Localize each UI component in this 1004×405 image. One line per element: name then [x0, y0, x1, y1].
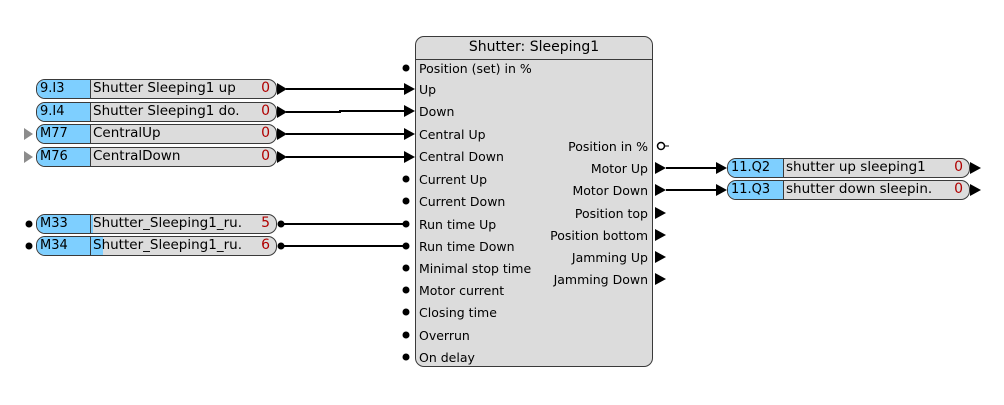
pin-jamming-down-arrow	[655, 273, 666, 285]
ref-11q3-output-marker	[970, 184, 981, 196]
input-pin-label: Current Down	[419, 194, 506, 209]
pin-central-down-arrow	[404, 151, 415, 163]
input-ref-m76[interactable]: M76 CentralDown 0	[36, 147, 277, 167]
ref-value: 5	[261, 215, 270, 231]
output-pin-label: Jamming Down	[553, 272, 648, 287]
ref-label: Shutter_Sleeping1_ru.	[93, 215, 242, 231]
ref-11q2-output-marker	[970, 162, 981, 174]
input-pin-label: Central Up	[419, 127, 486, 142]
pin-position-bottom-arrow	[655, 229, 666, 241]
block-title: Shutter: Sleeping1	[416, 37, 652, 60]
input-ref-m33[interactable]: M33 Shutter_Sleeping1_ru. 5	[36, 214, 277, 234]
ref-address: 9.I4	[37, 103, 91, 121]
pin-central-up-arrow	[404, 128, 415, 140]
ref-m77-output-arrow	[277, 128, 287, 140]
output-ref-11q3[interactable]: 11.Q3 shutter down sleepin. 0	[727, 180, 970, 200]
output-ref-11q2[interactable]: 11.Q2 shutter up sleeping1 0	[727, 158, 970, 178]
pin-current-down-dot	[402, 197, 410, 205]
ref-label: CentralDown	[93, 148, 181, 164]
output-pin-label: Position in %	[568, 139, 648, 154]
ref-m34-input-dot	[25, 242, 33, 250]
ref-9i4-output-arrow	[277, 106, 287, 118]
ref-value: 0	[261, 80, 270, 96]
input-pin-label: Closing time	[419, 305, 497, 320]
ref-address: 11.Q2	[728, 159, 784, 177]
ref-11q2-input-arrow	[716, 162, 727, 174]
value-bar	[91, 215, 93, 233]
ref-address: 9.I3	[37, 80, 91, 98]
output-pin-label: Motor Down	[572, 183, 648, 198]
output-pin-label: Motor Up	[590, 161, 648, 176]
ref-value: 0	[261, 125, 270, 141]
input-ref-m77[interactable]: M77 CentralUp 0	[36, 124, 277, 144]
pin-motor-up-arrow	[655, 162, 666, 174]
ref-label: shutter up sleeping1	[786, 159, 926, 175]
pin-motor-down-arrow	[655, 184, 666, 196]
input-pin-label: Run time Down	[419, 239, 515, 254]
ref-address: 11.Q3	[728, 181, 784, 199]
pin-overrun-dot	[402, 331, 410, 339]
input-pin-label: Minimal stop time	[419, 261, 532, 276]
shutter-block[interactable]: Shutter: Sleeping1 Position (set) in % U…	[415, 36, 653, 367]
ref-address: M76	[37, 148, 91, 166]
input-pin-label: Position (set) in %	[419, 61, 532, 76]
input-pin-label: Run time Up	[419, 217, 497, 232]
ref-m76-input-marker	[24, 151, 33, 163]
ref-m77-input-marker	[24, 128, 33, 140]
pin-minimal-stop-dot	[402, 264, 410, 272]
input-ref-9i4[interactable]: 9.I4 Shutter Sleeping1 do. 0	[36, 102, 277, 122]
input-pin-label: Current Up	[419, 172, 488, 187]
pin-run-time-down-dot	[402, 242, 410, 250]
output-pin-label: Jamming Up	[571, 250, 648, 265]
output-pin-label: Position bottom	[550, 228, 648, 243]
pin-position-top-arrow	[655, 207, 666, 219]
input-pin-label: Central Down	[419, 149, 504, 164]
ref-9i3-output-arrow	[277, 83, 287, 95]
ref-m33-input-dot	[25, 220, 33, 228]
value-bar	[91, 237, 103, 255]
ref-value: 0	[261, 103, 270, 119]
pin-down-arrow	[404, 105, 415, 117]
ref-m76-output-arrow	[277, 151, 287, 163]
pin-up-arrow	[404, 83, 415, 95]
ref-value: 0	[261, 148, 270, 164]
input-ref-m34[interactable]: M34 Shutter_Sleeping1_ru. 6	[36, 236, 277, 256]
pin-on-delay-dot	[402, 353, 410, 361]
ref-value: 0	[954, 159, 963, 175]
ref-value: 0	[954, 181, 963, 197]
output-pin-label: Position top	[574, 206, 648, 221]
ref-label: CentralUp	[93, 125, 161, 141]
pin-motor-current-dot	[402, 286, 410, 294]
pin-jamming-up-arrow	[655, 251, 666, 263]
ref-address: M34	[37, 237, 91, 255]
ref-label: Shutter Sleeping1 up	[93, 80, 236, 96]
input-pin-label: Overrun	[419, 328, 470, 343]
wire-down	[286, 110, 404, 113]
ref-value: 6	[261, 237, 270, 253]
ref-label: shutter down sleepin.	[786, 181, 933, 197]
input-pin-label: Down	[419, 104, 455, 119]
ref-m34-output-dot	[277, 242, 285, 250]
ref-address: M33	[37, 215, 91, 233]
input-ref-9i3[interactable]: 9.I3 Shutter Sleeping1 up 0	[36, 79, 277, 99]
ref-label: Shutter_Sleeping1_ru.	[93, 237, 242, 253]
pin-closing-time-dot	[402, 308, 410, 316]
input-pin-label: Motor current	[419, 283, 505, 298]
pin-run-time-up-dot	[402, 220, 410, 228]
pin-current-up-dot	[402, 175, 410, 183]
pin-position-out-dot	[656, 141, 666, 151]
input-pin-label: On delay	[419, 350, 475, 365]
ref-label: Shutter Sleeping1 do.	[93, 103, 240, 119]
ref-address: M77	[37, 125, 91, 143]
ref-11q3-input-arrow	[716, 184, 727, 196]
pin-position-set-dot	[402, 64, 410, 72]
input-pin-label: Up	[419, 82, 437, 97]
ref-m33-output-dot	[277, 220, 285, 228]
